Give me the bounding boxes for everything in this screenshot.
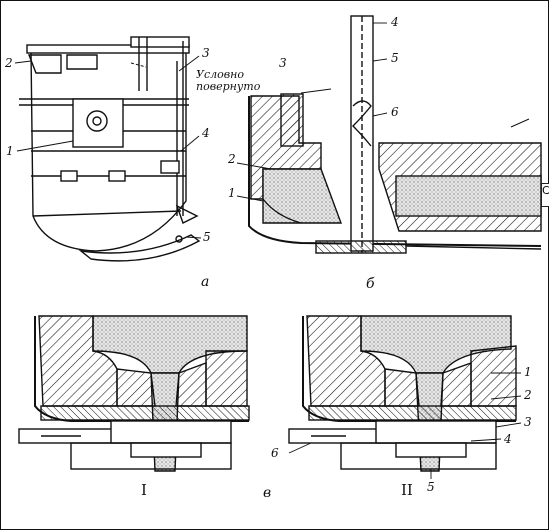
callout-v-6: 6 — [271, 446, 279, 460]
caption-b: б — [366, 276, 375, 292]
callout-a-1: 1 — [6, 144, 14, 158]
callout-b-1: 1 — [228, 186, 236, 200]
callout-b-6: 6 — [391, 105, 399, 119]
variant-label-i: I — [141, 481, 147, 499]
callout-a-2: 2 — [5, 56, 13, 70]
callout-v-4: 4 — [504, 432, 512, 446]
caption-v: в — [263, 485, 272, 501]
callout-v-2: 2 — [524, 388, 532, 402]
edge-fragment: C — [541, 183, 549, 207]
caption-a: а — [201, 274, 210, 290]
callout-v-5: 5 — [427, 480, 435, 494]
callout-a-3: 3 — [202, 46, 210, 60]
panel-v-variant-2 — [288, 315, 517, 472]
panel-a-ladle — [19, 36, 201, 262]
leader-lines — [14, 22, 522, 479]
callout-b-2: 2 — [228, 152, 236, 166]
callout-a-5: 5 — [203, 230, 211, 244]
callout-v-1: 1 — [524, 365, 532, 379]
panel-v-variant-1 — [18, 315, 250, 472]
panel-b-section — [248, 15, 542, 254]
note-conditionally-rotated: Условно повернуто — [196, 68, 261, 93]
callout-b-4: 4 — [391, 15, 399, 29]
callout-v-3: 3 — [524, 415, 532, 429]
callout-b-3: 3 — [279, 56, 287, 70]
callout-a-4: 4 — [202, 126, 210, 140]
variant-label-ii: II — [401, 481, 413, 499]
callout-b-5: 5 — [391, 51, 399, 65]
